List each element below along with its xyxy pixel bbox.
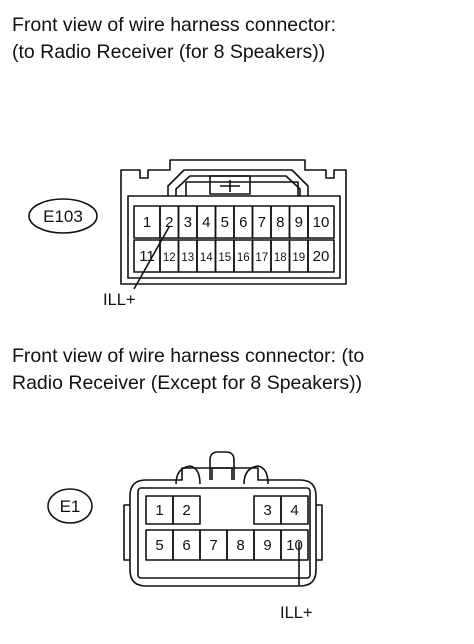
pin-label: 14 [200,252,213,264]
pin-label: 6 [239,214,247,231]
pin-label: 19 [292,252,305,264]
pin-label: 3 [263,502,271,519]
e103-caption: Front view of wire harness connector: (t… [12,12,336,66]
pin-label: 4 [290,502,298,519]
pin-label: 10 [286,537,303,554]
e1-caption-line2: Radio Receiver (Except for 8 Speakers)) [12,372,363,394]
pin-cell [280,529,309,561]
e103-tag-label: E103 [43,207,83,226]
pin-label: 8 [236,537,244,554]
e103-latch [167,169,309,196]
e103-caption-line2: (to Radio Receiver (for 8 Speakers)) [12,41,326,63]
e1-caption: Front view of wire harness connector: (t… [12,343,364,397]
pin-label: 7 [258,214,266,231]
e1-connector: E1 1 2 3 4 5 6 7 8 9 10 ILL+ [47,451,323,622]
pin-label: 9 [263,537,271,554]
e103-callout-leader [133,226,170,290]
pin-label: 2 [182,502,190,519]
pin-label: 2 [165,214,173,231]
pin-cell [172,495,201,525]
pin-label: 1 [155,502,163,519]
pin-label: 4 [202,214,210,231]
e1-tag-oval [47,488,93,524]
e1-callout-label: ILL+ [280,604,313,622]
pin-label: 1 [143,214,151,231]
e1-tag-label: E1 [60,497,81,516]
pin-label: 10 [313,214,330,231]
pin-label: 7 [209,537,217,554]
pin-cell [280,495,309,525]
e1-latch-arm-left [175,465,201,485]
e103-pin-face [127,195,341,279]
pin-label: 3 [184,214,192,231]
pin-cell [307,239,335,273]
e103-caption-line1: Front view of wire harness connector: [12,14,337,36]
e1-housing [129,467,317,587]
pin-label: 9 [295,214,303,231]
pin-label: 15 [218,252,231,264]
e1-latch-arm-right [243,465,269,485]
e1-caption-line1: Front view of wire harness connector: (t… [12,345,365,367]
e1-pin-grid: 1 2 3 4 5 6 7 8 9 10 [145,495,309,561]
e1-latch [209,451,235,480]
pin-cell [307,205,335,239]
e103-housing [120,159,347,285]
e1-pin-face [137,487,311,579]
pin-label: 20 [313,248,330,265]
e103-tag-oval [28,198,98,234]
pin-label: 5 [155,537,163,554]
e103-lock-tab [209,175,251,195]
e103-callout-label: ILL+ [103,291,136,309]
pin-label: 8 [276,214,284,231]
pin-label: 11 [139,248,155,265]
pin-label: 6 [182,537,190,554]
pin-label: 12 [163,252,176,264]
pin-label: 16 [237,252,250,264]
pin-label: 18 [274,252,287,264]
pin-label: 13 [181,252,194,264]
pin-label: 5 [221,214,229,231]
pin-label: 17 [255,252,268,264]
